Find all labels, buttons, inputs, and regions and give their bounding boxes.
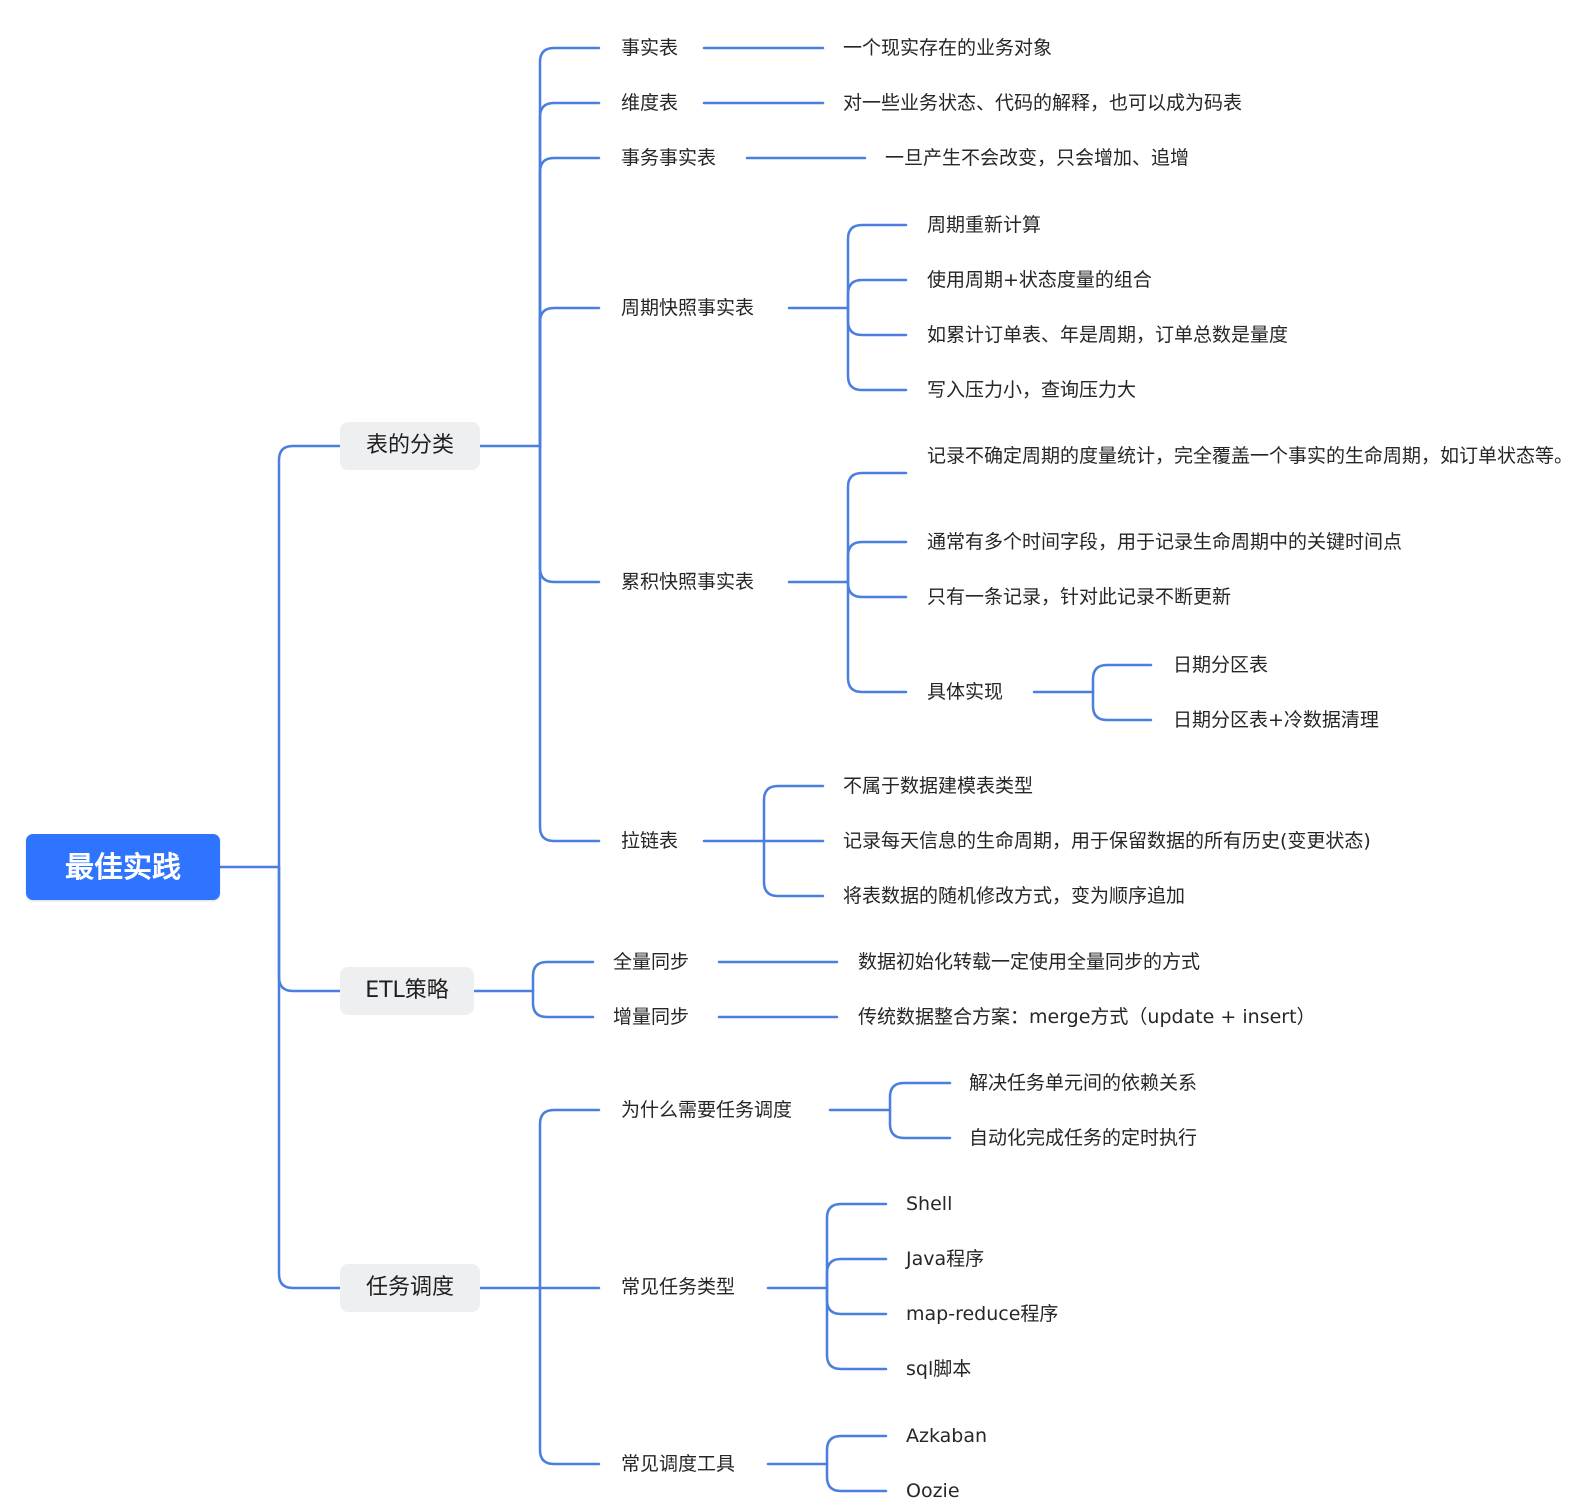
scheduling-fan-edge bbox=[538, 1286, 601, 1466]
branch-label: 表的分类 bbox=[365, 433, 454, 458]
desc-full-sync[interactable]: 数据初始化转载一定使用全量同步的方式 bbox=[858, 950, 1201, 973]
task-types-fan-edge bbox=[825, 1202, 888, 1290]
table-class-fan-edge bbox=[538, 46, 601, 448]
node-accumulating-snapshot[interactable]: 累积快照事实表 bbox=[621, 570, 755, 593]
root-node[interactable]: 最佳实践 bbox=[26, 834, 220, 900]
impl-item[interactable]: 日期分区表 bbox=[1173, 653, 1269, 676]
zipper-item[interactable]: 记录每天信息的生命周期，用于保留数据的所有历史(变更状态) bbox=[843, 829, 1371, 852]
etl-fan-edge bbox=[531, 989, 595, 1019]
table-class-fan-edge bbox=[538, 444, 601, 584]
periodic-fan-edge bbox=[846, 306, 908, 392]
accumulating-item[interactable]: 只有一条记录，针对此记录不断更新 bbox=[927, 585, 1232, 608]
desc-transaction-fact-table[interactable]: 一旦产生不会改变，只会增加、追增 bbox=[885, 146, 1190, 169]
tool-item[interactable]: Oozie bbox=[906, 1479, 960, 1502]
node-why-scheduling[interactable]: 为什么需要任务调度 bbox=[621, 1098, 793, 1121]
task-types-fan-edge bbox=[825, 1257, 888, 1290]
tools-fan-edge bbox=[825, 1462, 888, 1493]
task-type-item[interactable]: Shell bbox=[906, 1192, 953, 1215]
periodic-fan-edge bbox=[846, 223, 908, 310]
why-item[interactable]: 解决任务单元间的依赖关系 bbox=[969, 1071, 1198, 1094]
table-class-fan-edge bbox=[538, 156, 601, 448]
table-class-fan-edge bbox=[538, 101, 601, 448]
node-incremental-sync[interactable]: 增量同步 bbox=[613, 1005, 690, 1028]
zipper-item[interactable]: 将表数据的随机修改方式，变为顺序追加 bbox=[843, 884, 1186, 907]
scheduling-fan-edge bbox=[538, 1108, 601, 1290]
why-fan-edge bbox=[888, 1081, 952, 1112]
desc-incremental-sync[interactable]: 传统数据整合方案：merge方式（update + insert） bbox=[858, 1005, 1316, 1028]
node-zipper-table[interactable]: 拉链表 bbox=[621, 829, 679, 852]
why-fan-edge bbox=[888, 1108, 952, 1140]
desc-dimension-table[interactable]: 对一些业务状态、代码的解释，也可以成为码表 bbox=[843, 91, 1243, 114]
task-type-item[interactable]: map-reduce程序 bbox=[906, 1302, 1059, 1325]
etl-fan-edge bbox=[531, 960, 595, 993]
accumulating-item[interactable]: 记录不确定周期的度量统计，完全覆盖一个事实的生命周期，如订单状态等。 bbox=[927, 445, 1574, 467]
desc-fact-table[interactable]: 一个现实存在的业务对象 bbox=[843, 36, 1053, 59]
accumulating-fan-edge bbox=[846, 540, 908, 584]
accumulating-item[interactable]: 通常有多个时间字段，用于记录生命周期中的关键时间点 bbox=[927, 530, 1403, 553]
root-label: 最佳实践 bbox=[64, 849, 181, 884]
periodic-item[interactable]: 使用周期+状态度量的组合 bbox=[927, 268, 1152, 291]
node-dimension-table[interactable]: 维度表 bbox=[621, 91, 679, 114]
branch-label: ETL策略 bbox=[365, 978, 449, 1003]
node-transaction-fact-table[interactable]: 事务事实表 bbox=[621, 146, 717, 169]
periodic-fan-edge bbox=[846, 306, 908, 337]
task-types-fan-edge bbox=[825, 1286, 888, 1316]
node-full-sync[interactable]: 全量同步 bbox=[613, 950, 690, 973]
branch-etl-strategy[interactable]: ETL策略 bbox=[340, 967, 474, 1015]
task-types-fan-edge bbox=[825, 1286, 888, 1371]
accumulating-fan-edge bbox=[846, 471, 908, 584]
root-fan-edge bbox=[277, 865, 342, 993]
root-fan-edge bbox=[277, 444, 342, 869]
table-class-fan-edge bbox=[538, 444, 601, 843]
node-periodic-snapshot[interactable]: 周期快照事实表 bbox=[621, 296, 755, 319]
task-type-item[interactable]: sql脚本 bbox=[906, 1357, 972, 1380]
node-task-types[interactable]: 常见任务类型 bbox=[621, 1275, 736, 1298]
impl-item[interactable]: 日期分区表+冷数据清理 bbox=[1173, 708, 1379, 731]
tool-item[interactable]: Azkaban bbox=[906, 1424, 988, 1447]
node-fact-table[interactable]: 事实表 bbox=[621, 36, 679, 59]
why-item[interactable]: 自动化完成任务的定时执行 bbox=[969, 1126, 1198, 1149]
accumulating-fan-edge bbox=[846, 580, 908, 599]
periodic-item[interactable]: 周期重新计算 bbox=[927, 213, 1042, 236]
tools-fan-edge bbox=[825, 1434, 888, 1466]
periodic-item[interactable]: 如累计订单表、年是周期，订单总数是量度 bbox=[927, 323, 1289, 346]
zipper-item[interactable]: 不属于数据建模表类型 bbox=[843, 774, 1034, 797]
branch-label: 任务调度 bbox=[365, 1275, 454, 1300]
periodic-item[interactable]: 写入压力小，查询压力大 bbox=[927, 378, 1137, 401]
accumulating-fan-edge bbox=[846, 580, 908, 694]
root-fan-edge bbox=[277, 865, 342, 1290]
branch-task-scheduling[interactable]: 任务调度 bbox=[340, 1264, 480, 1312]
node-concrete-implementation[interactable]: 具体实现 bbox=[927, 680, 1004, 703]
impl-fan-edge bbox=[1091, 690, 1153, 722]
node-scheduling-tools[interactable]: 常见调度工具 bbox=[621, 1452, 736, 1475]
task-type-item[interactable]: Java程序 bbox=[906, 1247, 985, 1270]
zipper-fan-edge bbox=[762, 839, 825, 898]
branch-table-classification[interactable]: 表的分类 bbox=[340, 422, 480, 470]
periodic-fan-edge bbox=[846, 278, 908, 310]
table-class-fan-edge bbox=[538, 306, 601, 448]
zipper-fan-edge bbox=[762, 784, 825, 843]
impl-fan-edge bbox=[1091, 663, 1153, 694]
